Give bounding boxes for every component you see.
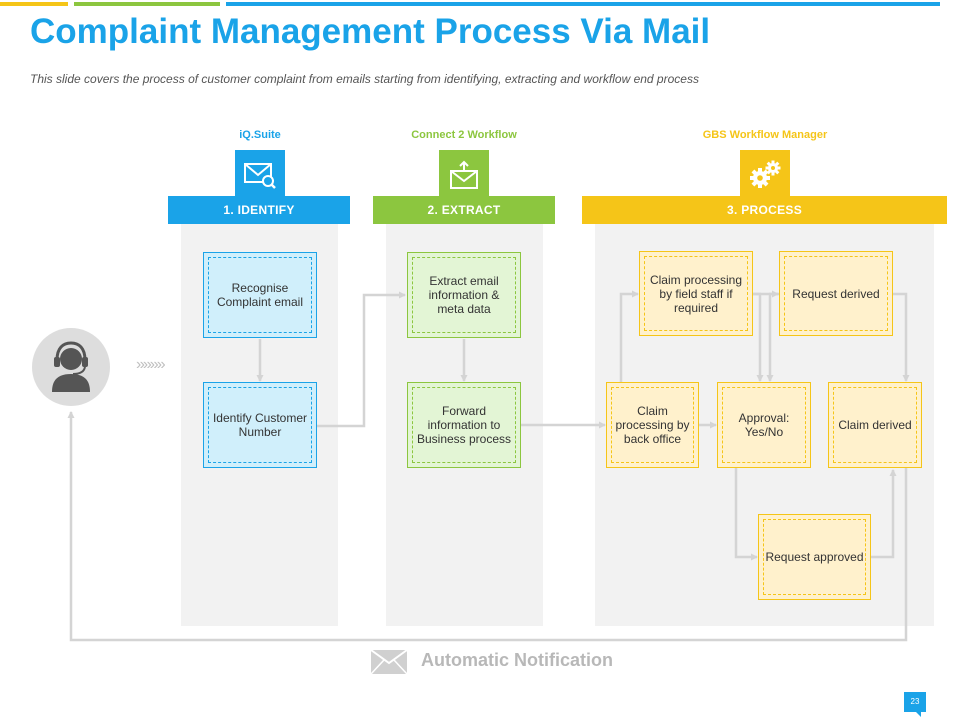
node-identify-customer: Identify Customer Number: [203, 382, 317, 468]
arrow-backoffice-to-fieldstaff: [619, 290, 639, 383]
headset-user-icon: [52, 341, 90, 392]
arrow-fieldstaff-to-approval: [753, 292, 764, 382]
gears-icon: [750, 160, 781, 188]
tool-label-connect2workflow: Connect 2 Workflow: [411, 129, 517, 141]
top-bar-green: [74, 2, 220, 6]
tool-label-iqsuite: iQ.Suite: [239, 129, 281, 141]
top-bar-blue: [226, 2, 940, 6]
process-icon-box: [740, 150, 790, 200]
tool-label-gbs: GBS Workflow Manager: [702, 129, 828, 141]
arrow-notification-loop: [67, 411, 908, 642]
stage-header-extract: 2. EXTRACT: [373, 196, 555, 224]
chevrons-decoration: »»»»: [136, 356, 166, 373]
extract-icon-box: [439, 150, 489, 200]
automatic-notification-label: Automatic Notification: [421, 650, 613, 670]
envelope-search-icon: [244, 163, 276, 189]
node-claim-derived: Claim derived: [828, 382, 922, 468]
arrow-requestderived-to-approval: [766, 292, 780, 382]
arrow-requestderived-to-claimderived: [893, 292, 910, 382]
node-request-derived: Request derived: [779, 251, 893, 336]
envelope-upload-icon: [450, 160, 478, 189]
envelope-icon: [370, 649, 408, 680]
identify-icon-box: [235, 150, 285, 200]
node-approval: Approval: Yes/No: [717, 382, 811, 468]
node-recognise-complaint: Recognise Complaint email: [203, 252, 317, 338]
customer-avatar: [32, 328, 110, 406]
page-number-badge: 23: [904, 692, 926, 717]
arrow-approval-to-requestapproved: [734, 468, 758, 561]
slide-subtitle: This slide covers the process of custome…: [30, 72, 699, 86]
top-bar-yellow: [0, 2, 68, 6]
node-request-approved: Request approved: [758, 514, 871, 600]
stage-header-process: 3. PROCESS: [582, 196, 947, 224]
node-claim-field-staff: Claim processing by field staff if requi…: [639, 251, 753, 336]
node-extract-email: Extract email information & meta data: [407, 252, 521, 338]
arrow-identify-to-extract: [317, 291, 406, 428]
node-claim-back-office: Claim processing by back office: [606, 382, 699, 468]
arrow-requestapproved-to-claimderived: [870, 469, 897, 559]
stage-header-identify: 1. IDENTIFY: [168, 196, 350, 224]
slide-title: Complaint Management Process Via Mail: [30, 12, 711, 51]
node-forward-information: Forward information to Business process: [407, 382, 521, 468]
